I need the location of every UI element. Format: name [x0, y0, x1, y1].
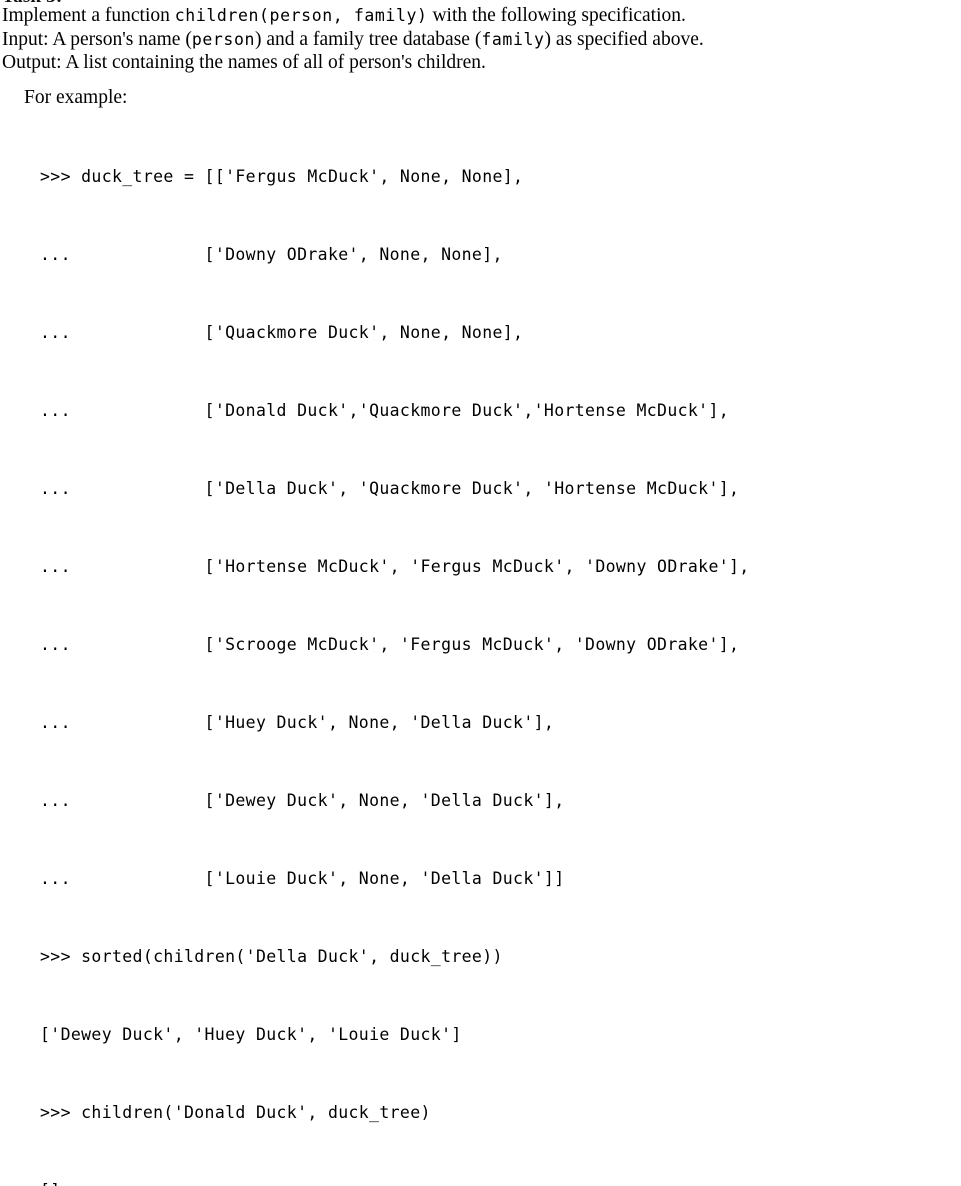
repl-line: >>> sorted(children('Della Duck', duck_t… — [40, 947, 503, 966]
task-heading: Task 3: — [2, 0, 62, 7]
input-text-before: Input: A person's name ( — [2, 28, 192, 50]
spec-line-output: Output: A list containing the names of a… — [2, 52, 486, 73]
repl-line: ['Dewey Duck', 'Huey Duck', 'Louie Duck'… — [40, 1025, 462, 1044]
repl-line: >>> duck_tree = [['Fergus McDuck', None,… — [40, 167, 524, 186]
spec-line-implement: Implement a function children(person, fa… — [2, 4, 952, 28]
repl-line: ... ['Huey Duck', None, 'Della Duck'], — [40, 713, 555, 732]
repl-line: ... ['Downy ODrake', None, None], — [40, 245, 503, 264]
specification-prose: Implement a function children(person, fa… — [2, 4, 952, 75]
implement-text-before: Implement a function — [2, 5, 175, 26]
repl-line: ... ['Della Duck', 'Quackmore Duck', 'Ho… — [40, 479, 740, 498]
repl-line: ... ['Dewey Duck', None, 'Della Duck'], — [40, 791, 565, 810]
input-text-middle: ) and a family tree database ( — [255, 28, 482, 50]
repl-example-block: >>> duck_tree = [['Fergus McDuck', None,… — [40, 112, 750, 1186]
person-param-code: person — [191, 29, 256, 49]
family-param-code: family — [481, 29, 545, 49]
implement-text-after: with the following specification. — [427, 5, 686, 26]
repl-line: [] — [40, 1178, 750, 1186]
repl-line: ... ['Quackmore Duck', None, None], — [40, 323, 524, 342]
for-example-label: For example: — [24, 87, 128, 108]
input-text-after: ) as specified above. — [544, 28, 704, 50]
children-signature-code: children(person, family) — [174, 6, 428, 25]
repl-line: ... ['Donald Duck','Quackmore Duck','Hor… — [40, 401, 730, 420]
repl-line: ... ['Louie Duck', None, 'Della Duck']] — [40, 869, 565, 888]
spec-line-input: Input: A person's name (person) and a fa… — [2, 28, 952, 52]
repl-line: ... ['Scrooge McDuck', 'Fergus McDuck', … — [40, 635, 740, 654]
repl-line: ... ['Hortense McDuck', 'Fergus McDuck',… — [40, 557, 750, 576]
repl-line: >>> children('Donald Duck', duck_tree) — [40, 1103, 431, 1122]
